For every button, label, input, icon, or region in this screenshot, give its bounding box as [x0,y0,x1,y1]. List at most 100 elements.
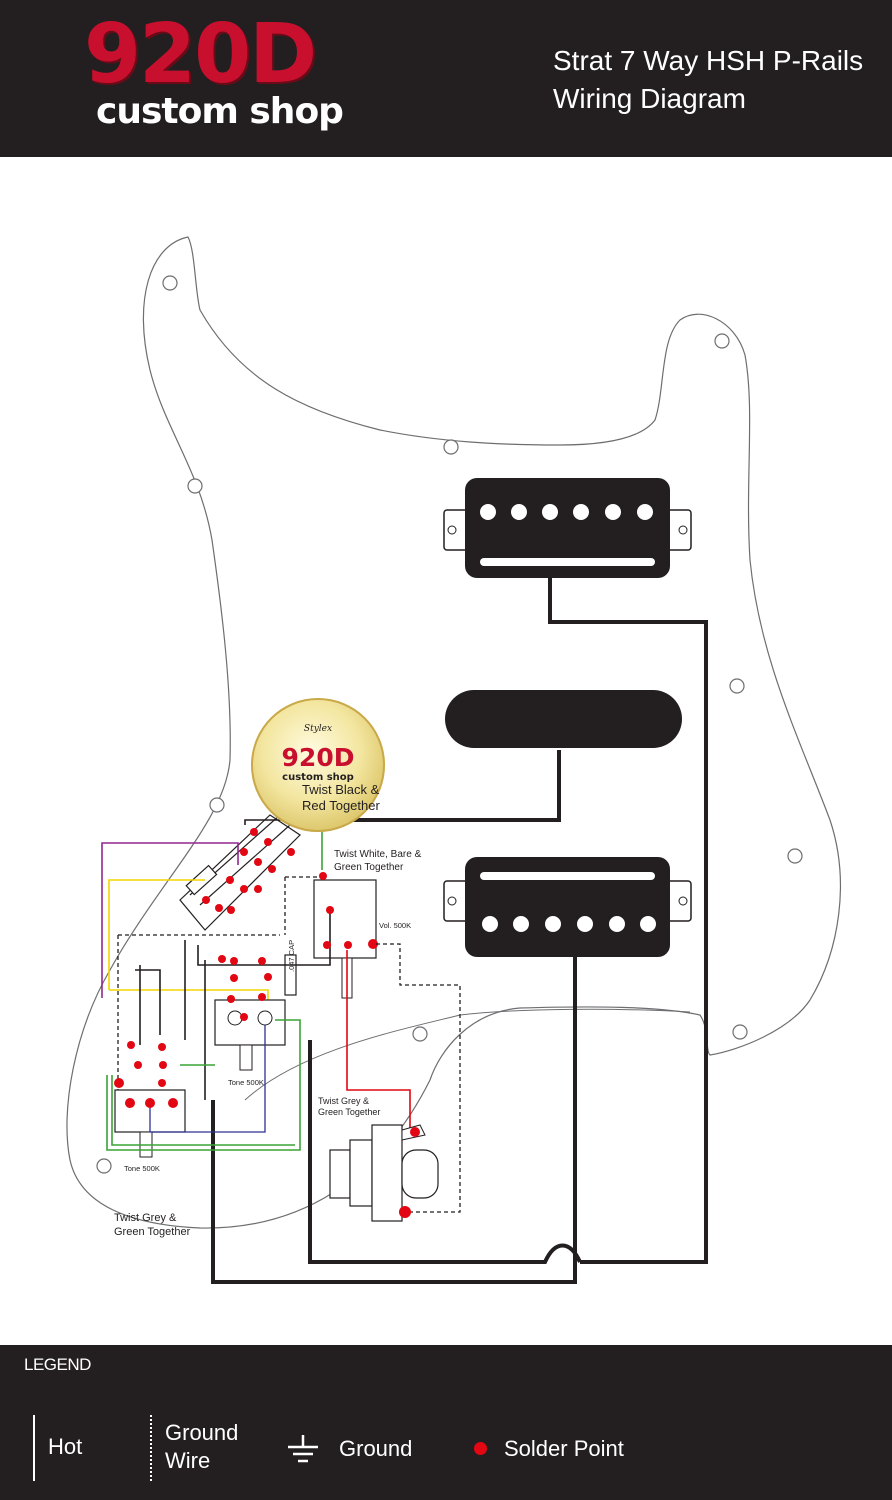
pickup-lead-wires [101,819,323,1003]
hot-line-swatch [33,1415,35,1481]
screw-hole [787,848,803,864]
wiring-diagram: Stylex 920D custom shop Twist Black & Re… [0,157,892,1345]
solder-point [230,957,238,965]
solder-point [227,906,235,914]
solder-point [114,1078,124,1088]
label-tone-pot-1: Tone 500K [124,1164,160,1173]
solder-point [240,1013,248,1021]
volume-pot [313,879,378,999]
pole-piece [482,916,498,932]
yellow-wire-2 [109,989,269,1003]
pole-piece [545,916,561,932]
label-twist-grey-green-bottom: Twist Grey & Green Together [114,1212,191,1238]
pole-piece [511,504,527,520]
pole-piece [640,916,656,932]
solder-point [254,885,262,893]
title-line-1: Strat 7 Way HSH P-Rails [553,45,864,76]
logo-number: 920D [84,7,317,102]
pickup-body [465,478,670,578]
volume-knob-logo: Stylex 920D custom shop [251,698,385,832]
hot-wires [135,910,331,1100]
ground-bus-wires [211,578,708,1284]
knob-subtitle: custom shop [282,772,354,783]
logo-subtitle: custom shop [96,91,344,132]
solder-point [287,848,295,856]
rail [480,558,655,566]
screw-hole [96,1158,112,1174]
solder-point [250,828,258,836]
purple-wire [101,842,239,998]
label-tone-pot-2: Tone 500K [228,1078,264,1087]
rail [480,872,655,880]
solder-point [226,876,234,884]
screw-hole [714,333,730,349]
pole-piece [542,504,558,520]
pole-piece [605,504,621,520]
yellow-wire [108,879,205,990]
legend-ground-wire: Ground Wire [165,1420,239,1473]
solder-point [125,1098,135,1108]
solder-points [114,828,420,1137]
solder-point [218,955,226,963]
bridge-humbucker [443,857,692,957]
screw-holes [96,275,803,1174]
pickup-body [465,857,670,957]
solder-point [240,848,248,856]
legend-ground: Ground [339,1436,413,1461]
label-twist-black-red: Twist Black & Red Together [302,782,380,813]
solder-point [410,1127,420,1137]
legend: LEGEND Hot Ground Wire Ground Solder Poi… [0,1345,892,1500]
solder-point [227,995,235,1003]
screw-hole [732,1024,748,1040]
solder-point [264,838,272,846]
solder-point [168,1098,178,1108]
label-volume-pot: Vol. 500K [379,921,412,930]
solder-point [344,941,352,949]
solder-point [268,865,276,873]
solder-point [258,957,266,965]
screw-hole [729,678,745,694]
blue-wire [149,1025,266,1133]
solder-point [215,904,223,912]
solder-point [202,896,210,904]
solder-point [323,941,331,949]
knob-brand: Stylex [303,724,333,734]
solder-point [158,1043,166,1051]
pole-piece [577,916,593,932]
legend-hot: Hot [48,1434,83,1459]
solder-point [158,1079,166,1087]
tone-pot-2 [214,999,286,1071]
header: 920D custom shop Strat 7 Way HSH P-Rails… [0,0,892,157]
ground-wires-dashed [117,876,461,1213]
pole-piece [609,916,625,932]
screw-hole [162,275,178,291]
screw-hole [187,478,203,494]
screw-hole [412,1026,428,1042]
neck-humbucker [443,478,692,578]
label-capacitor: .047 CAP [287,939,296,972]
solder-point-swatch [474,1442,487,1455]
diagram-svg [66,236,842,1284]
solder-point [127,1041,135,1049]
title-line-2: Wiring Diagram [553,83,746,114]
red-wire [346,950,411,1132]
pole-piece [573,504,589,520]
green-wires [106,1019,301,1151]
screw-hole [443,439,459,455]
capacitor [284,954,297,996]
solder-point [319,872,327,880]
label-twist-white-bare-green: Twist White, Bare & Green Together [334,849,422,873]
solder-point [326,906,334,914]
middle-single-coil [445,690,682,748]
solder-point [264,973,272,981]
solder-point [134,1061,142,1069]
label-twist-grey-green-jack: Twist Grey & Green Together [318,1096,381,1117]
pole-piece [480,504,496,520]
screw-hole [209,797,225,813]
ground-wire-swatch [150,1415,152,1481]
solder-point [254,858,262,866]
solder-point [258,993,266,1001]
knob-number: 920D [281,743,355,772]
ground-symbol-icon [288,1435,318,1463]
page-title: Strat 7 Way HSH P-Rails Wiring Diagram [553,42,863,118]
